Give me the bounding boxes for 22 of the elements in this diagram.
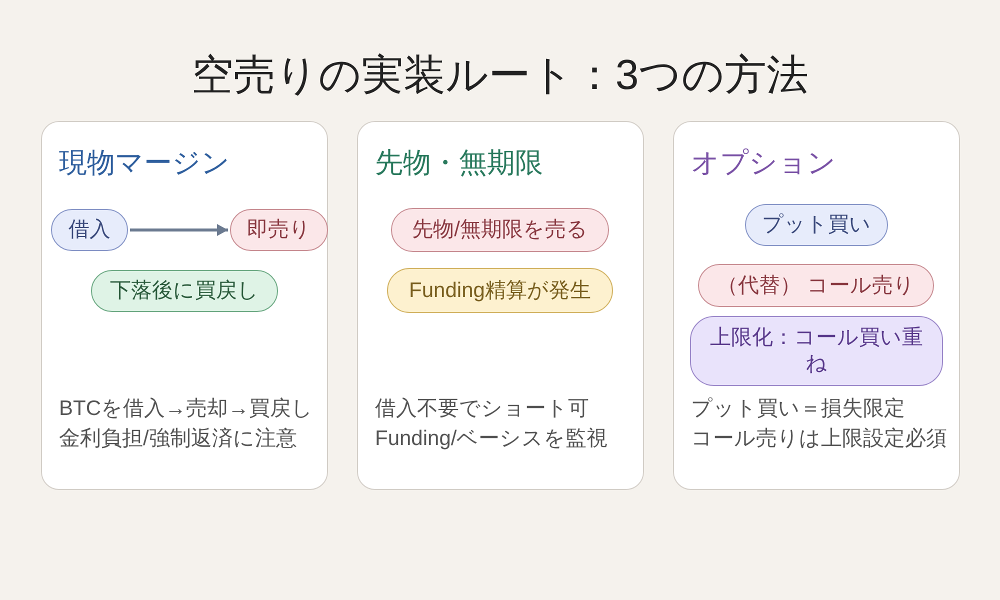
step-pill: 下落後に買戻し: [91, 270, 278, 312]
card-text: プット買い＝損失限定: [691, 397, 905, 420]
method-card: [357, 121, 644, 490]
card-text: 金利負担/強制返済に注意: [59, 427, 297, 450]
method-card: [41, 121, 328, 490]
step-pill: （代替） コール売り: [698, 264, 934, 307]
step-pill: プット買い: [745, 204, 888, 246]
step-pill: 即売り: [230, 209, 328, 251]
card-heading: 現物マージン: [59, 146, 230, 180]
step-pill: 先物/無期限を売る: [391, 208, 609, 252]
card-text: コール売りは上限設定必須: [691, 427, 947, 450]
card-heading: オプション: [691, 146, 836, 180]
card-text: 借入不要でショート可: [375, 397, 589, 420]
step-pill: 借入: [51, 209, 128, 251]
method-card: [673, 121, 960, 490]
step-pill: 上限化：コール買い重ね: [690, 316, 943, 386]
arrow: [130, 224, 228, 236]
card-heading: 先物・無期限: [375, 146, 543, 180]
card-text: Funding/ベーシスを監視: [375, 427, 608, 450]
step-pill: Funding精算が発生: [387, 268, 613, 313]
title: 空売りの実装ルート：3つの方法: [191, 50, 809, 100]
card-text: BTCを借入→売却→買戻し: [59, 397, 313, 420]
